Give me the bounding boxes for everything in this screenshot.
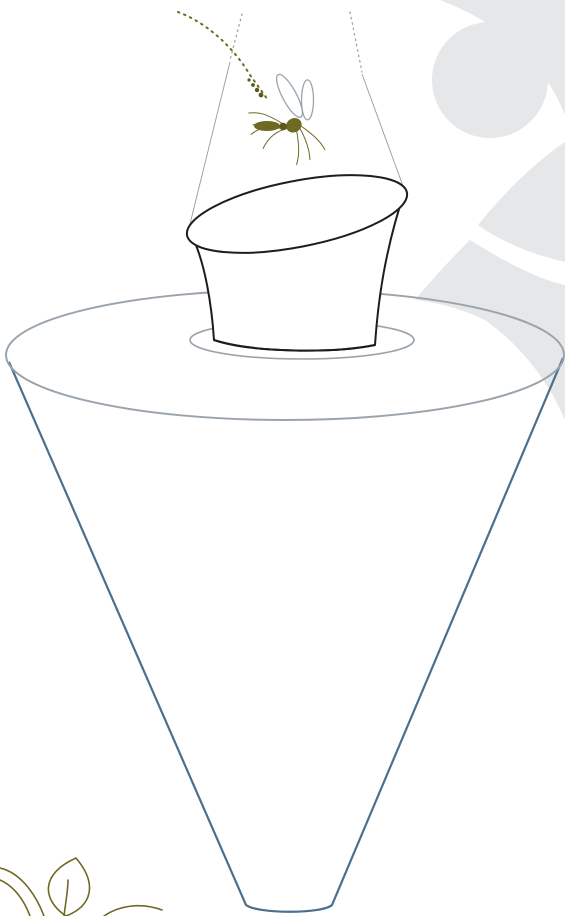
leaves-decoration bbox=[0, 857, 163, 916]
bucket-mouth bbox=[185, 174, 409, 254]
guide-line-right bbox=[361, 73, 404, 187]
guide-line-right-dotted bbox=[349, 11, 363, 73]
leaf-upper bbox=[47, 857, 91, 916]
bucket-base bbox=[213, 339, 376, 352]
backdrop-shapes bbox=[415, 0, 565, 420]
guide-line-left-dotted bbox=[229, 13, 243, 61]
mosquito-wing-front bbox=[300, 79, 315, 121]
flight-trail-dots bbox=[247, 78, 264, 98]
backdrop-band-lower bbox=[415, 240, 565, 420]
guide-lines bbox=[188, 61, 404, 229]
leaf-left bbox=[0, 867, 45, 916]
mosquito-abdomen bbox=[254, 120, 281, 131]
mosquito-thorax bbox=[286, 118, 302, 133]
flight-trails bbox=[177, 11, 363, 101]
backdrop-circle bbox=[432, 22, 548, 138]
backdrop-band-middle bbox=[478, 142, 565, 262]
leaf-left-inner bbox=[0, 879, 31, 916]
backdrop-band-top bbox=[440, 0, 565, 115]
leaf-right bbox=[103, 904, 163, 916]
leaf-upper-vein bbox=[63, 879, 69, 916]
mosquito-icon bbox=[248, 73, 326, 166]
mosquito-wing-back bbox=[276, 73, 304, 118]
flight-trail-left bbox=[177, 11, 269, 101]
funnel-body bbox=[7, 357, 565, 913]
mosquito-head bbox=[279, 122, 287, 131]
guide-line-left bbox=[188, 61, 231, 229]
